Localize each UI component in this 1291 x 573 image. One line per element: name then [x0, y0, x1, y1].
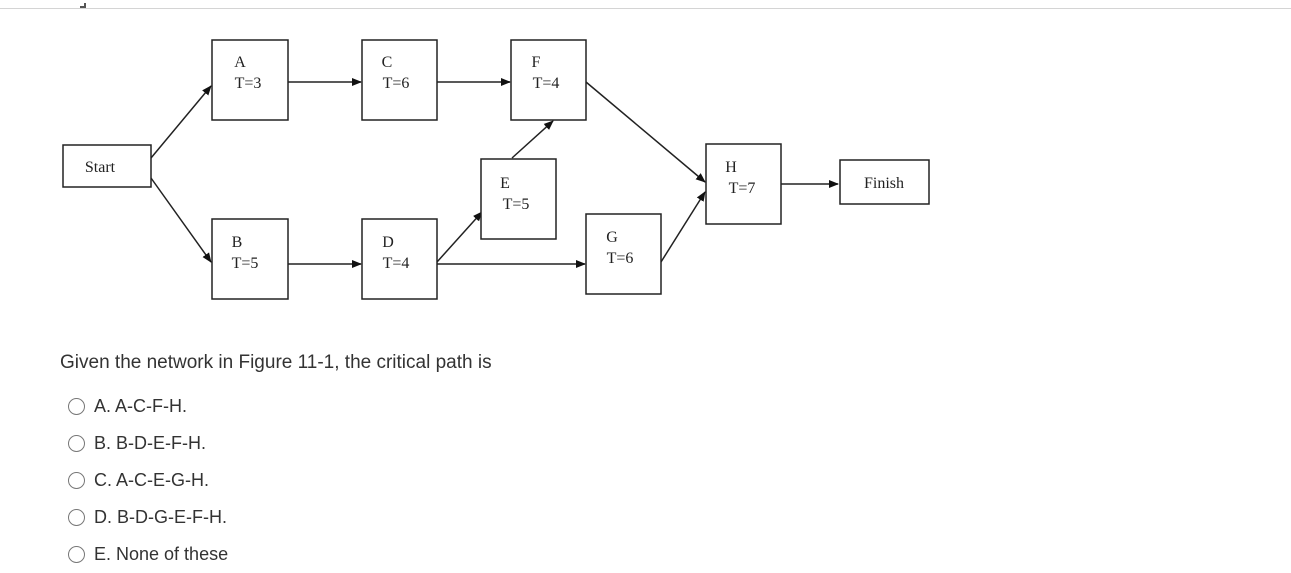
svg-text:D: D	[382, 234, 394, 251]
answer-options: A. A-C-F-H. B. B-D-E-F-H. C. A-C-E-G-H. …	[68, 388, 228, 573]
radio-button[interactable]	[68, 398, 85, 415]
node-d: D T=4	[361, 218, 438, 300]
svg-text:Finish: Finish	[864, 175, 904, 192]
svg-text:E: E	[500, 175, 510, 192]
edge-d-e	[436, 211, 483, 263]
svg-text:F: F	[532, 54, 541, 71]
edge-e-f	[511, 120, 554, 159]
svg-text:T=5: T=5	[232, 255, 259, 272]
option-label: B. B-D-E-F-H.	[94, 433, 206, 453]
option-d[interactable]: D. B-D-G-E-F-H.	[68, 499, 228, 536]
option-a[interactable]: A. A-C-F-H.	[68, 388, 228, 425]
edge-start-a	[150, 85, 212, 159]
svg-text:T=7: T=7	[729, 180, 756, 197]
edges	[150, 78, 839, 268]
option-b[interactable]: B. B-D-E-F-H.	[68, 425, 228, 462]
radio-button[interactable]	[68, 546, 85, 563]
svg-text:T=4: T=4	[383, 255, 410, 272]
edge-start-b	[150, 177, 212, 263]
svg-text:T=5: T=5	[503, 196, 530, 213]
radio-button[interactable]	[68, 509, 85, 526]
edge-f-h	[585, 81, 706, 183]
svg-text:H: H	[725, 159, 737, 176]
node-start: Start	[62, 144, 152, 188]
node-a: A T=3	[211, 39, 289, 121]
svg-text:T=6: T=6	[607, 250, 634, 267]
top-divider	[0, 8, 1291, 9]
radio-button[interactable]	[68, 435, 85, 452]
svg-text:T=4: T=4	[533, 75, 560, 92]
svg-text:Start: Start	[85, 159, 116, 176]
collapse-caret-icon	[80, 3, 86, 8]
option-label: E. None of these	[94, 544, 229, 564]
svg-text:B: B	[232, 234, 243, 251]
option-label: D. B-D-G-E-F-H.	[94, 507, 227, 527]
svg-text:T=3: T=3	[235, 75, 262, 92]
node-b: B T=5	[211, 218, 289, 300]
question-text: Given the network in Figure 11-1, the cr…	[60, 352, 492, 373]
node-e: E T=5	[480, 158, 557, 240]
option-e[interactable]: E. None of these	[68, 536, 228, 573]
svg-text:C: C	[382, 54, 393, 71]
svg-text:G: G	[606, 229, 618, 246]
option-c[interactable]: C. A-C-E-G-H.	[68, 462, 228, 499]
radio-button[interactable]	[68, 472, 85, 489]
node-g: G T=6	[585, 213, 662, 295]
network-diagram: Start A T=3 B T=5 C T=6 D T=4 E T=5 F T=…	[62, 39, 930, 300]
node-finish: Finish	[839, 159, 930, 205]
option-label: A. A-C-F-H.	[94, 396, 187, 416]
svg-text:A: A	[234, 54, 246, 71]
node-f: F T=4	[510, 39, 587, 121]
edge-g-h	[660, 191, 706, 263]
svg-text:T=6: T=6	[383, 75, 410, 92]
node-c: C T=6	[361, 39, 438, 121]
node-h: H T=7	[705, 143, 782, 225]
option-label: C. A-C-E-G-H.	[94, 470, 209, 490]
